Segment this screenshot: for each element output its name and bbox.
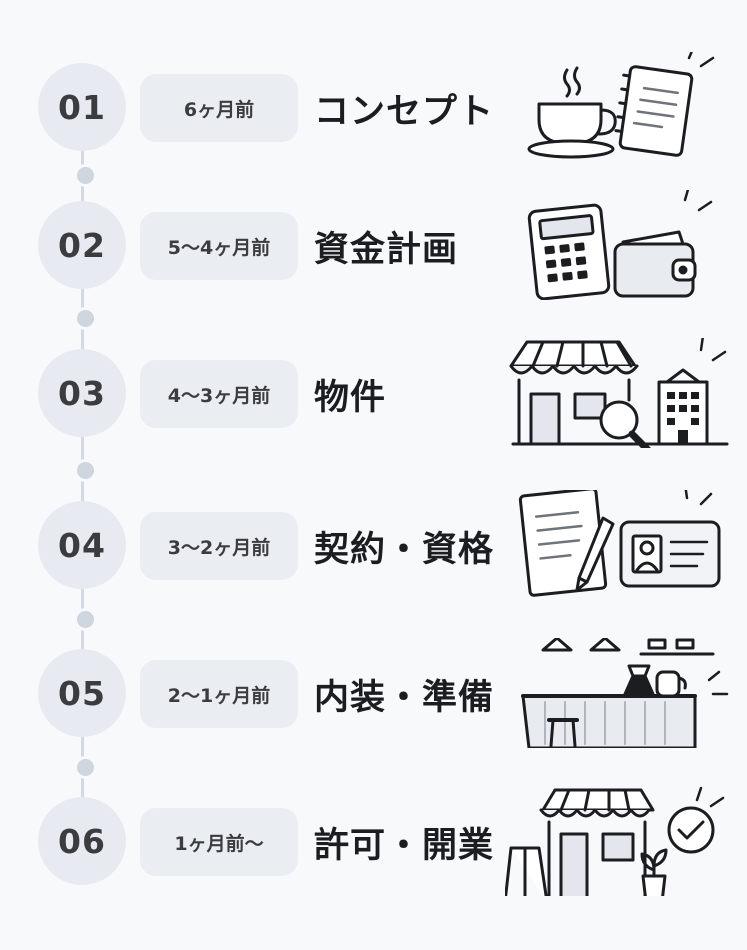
calculator-and-wallet-icon <box>505 190 740 300</box>
timeline-connector-dot <box>74 164 97 187</box>
step-number: 03 <box>38 349 126 437</box>
step-period: 2〜1ヶ月前 <box>140 660 298 728</box>
step-title: 物件 <box>314 377 387 418</box>
step-title: 契約・資格 <box>314 529 495 570</box>
timeline-step-02: 02 5〜4ヶ月前 資金計画 <box>0 190 747 300</box>
timeline-step-01: 01 6ヶ月前 コンセプト <box>0 52 747 162</box>
timeline-step-06: 06 1ヶ月前〜 許可・開業 <box>0 786 747 896</box>
step-period: 5〜4ヶ月前 <box>140 212 298 280</box>
timeline-connector-dot <box>74 307 97 330</box>
step-title: コンセプト <box>314 91 495 132</box>
timeline-connector-dot <box>74 459 97 482</box>
step-period: 1ヶ月前〜 <box>140 808 298 876</box>
timeline-connector-dot <box>74 756 97 779</box>
step-number: 06 <box>38 797 126 885</box>
step-number: 04 <box>38 501 126 589</box>
step-title: 内装・準備 <box>314 677 495 718</box>
step-number: 02 <box>38 201 126 289</box>
step-title: 許可・開業 <box>314 825 495 866</box>
contract-pen-id-card-icon <box>505 490 740 600</box>
timeline-connector-dot <box>74 608 97 631</box>
step-number: 01 <box>38 63 126 151</box>
step-period: 6ヶ月前 <box>140 74 298 142</box>
timeline-step-03: 03 4〜3ヶ月前 物件 <box>0 338 747 448</box>
step-period: 3〜2ヶ月前 <box>140 512 298 580</box>
step-title: 資金計画 <box>314 229 459 270</box>
timeline-step-04: 04 3〜2ヶ月前 契約・資格 <box>0 490 747 600</box>
timeline-step-05: 05 2〜1ヶ月前 内装・準備 <box>0 638 747 748</box>
open-store-checkmark-icon <box>505 786 740 896</box>
step-period: 4〜3ヶ月前 <box>140 360 298 428</box>
cafe-counter-interior-icon <box>505 638 740 748</box>
step-number: 05 <box>38 649 126 737</box>
coffee-cup-and-notebook-icon <box>505 52 740 162</box>
storefront-search-building-icon <box>505 338 740 448</box>
